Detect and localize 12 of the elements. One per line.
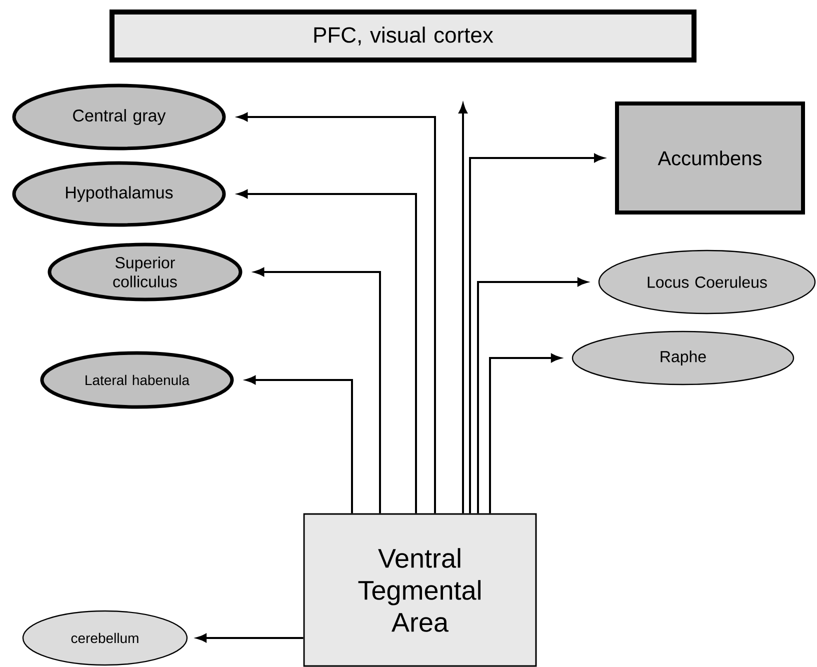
arrow (238, 190, 417, 514)
arrow (196, 634, 304, 642)
arrow (254, 268, 381, 514)
arrow (238, 112, 436, 514)
region-box: Ventral Tegmental Area (303, 513, 537, 667)
arrow (469, 154, 604, 514)
arrow (489, 354, 561, 514)
arrow (458, 104, 468, 514)
arrow (246, 376, 353, 514)
region-box: PFC, visual cortex (110, 10, 696, 62)
arrow (477, 278, 588, 514)
region-box: Accumbens (615, 102, 805, 214)
